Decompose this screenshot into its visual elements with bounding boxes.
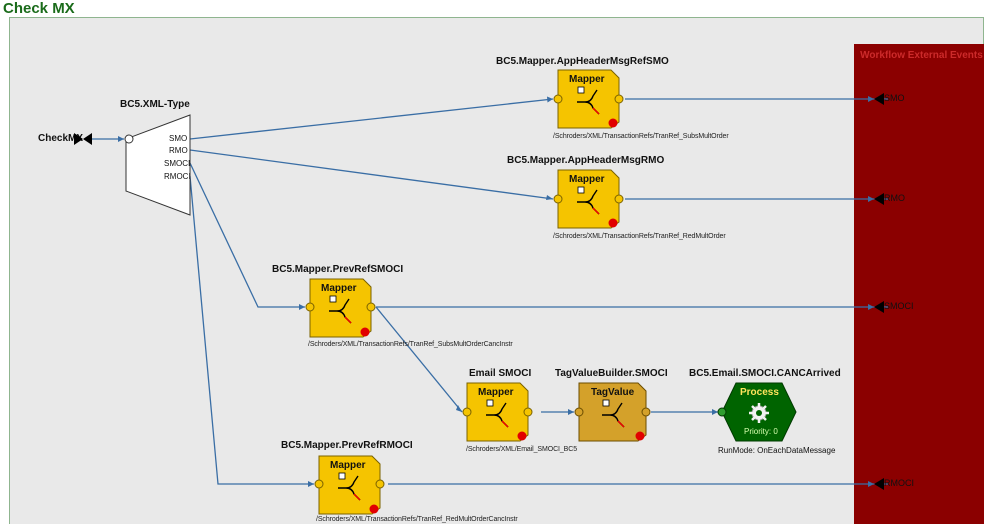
entry-port-icon[interactable] [74, 131, 94, 147]
arrowhead [456, 405, 462, 412]
email-smoci-node[interactable]: Mapper [462, 381, 534, 443]
arrowhead [546, 195, 553, 200]
tagvalue-icon [574, 382, 651, 442]
mapper-rmoci-label: BC5.Mapper.PrevRefRMOCI [281, 440, 413, 451]
mapper-rmoci-path: /Schroders/XML/TransactionRefs/TranRef_R… [316, 516, 518, 523]
arrowhead [868, 96, 874, 102]
xml-type-node[interactable] [124, 113, 194, 218]
page-title: Check MX [3, 0, 75, 17]
xml-type-label: BC5.XML-Type [120, 99, 190, 110]
external-events-panel [854, 44, 984, 524]
mapper-icon [305, 278, 376, 338]
arrowhead [712, 409, 718, 415]
event-smo: SMO [884, 93, 905, 103]
process-label: BC5.Email.SMOCI.CANCArrived [689, 368, 841, 379]
link-rmo-mapper [189, 149, 554, 200]
link-smo-mapper [189, 98, 554, 140]
mapper-smo-label: BC5.Mapper.AppHeaderMsgRefSMO [496, 56, 669, 67]
event-smo-icon[interactable] [870, 92, 886, 106]
event-smoci: SMOCI [884, 301, 914, 311]
process-node[interactable]: Process Priority: 0 [716, 381, 800, 443]
xml-type-port-smo: SMO [169, 134, 188, 143]
event-rmoci: RMOCI [884, 478, 914, 488]
entry-label: CheckMX [38, 133, 84, 144]
event-smoci-icon[interactable] [870, 300, 886, 314]
mapper-smoci-path: /Schroders/XML/TransactionRefs/TranRef_S… [308, 341, 513, 348]
mapper-icon [314, 455, 385, 515]
xml-type-port-rmoci: RMOCI [164, 172, 191, 181]
arrowhead [547, 96, 553, 103]
mapper-smo-path: /Schroders/XML/TransactionRefs/TranRef_S… [553, 133, 729, 140]
mapper-rmo-node[interactable]: Mapper [553, 168, 625, 230]
mapper-rmo-label: BC5.Mapper.AppHeaderMsgRMO [507, 155, 665, 166]
external-events-title: Workflow External Events [860, 50, 983, 61]
mapper-smo-title: Mapper [569, 74, 605, 85]
email-smoci-title: Mapper [478, 387, 514, 398]
arrowhead [868, 196, 874, 202]
mapper-smoci-node[interactable]: Mapper [305, 277, 377, 339]
email-smoci-label: Email SMOCI [469, 368, 532, 379]
mapper-rmoci-title: Mapper [330, 460, 366, 471]
process-title: Process [740, 387, 779, 398]
event-rmo-icon[interactable] [870, 192, 886, 206]
mapper-smoci-label: BC5.Mapper.PrevRefSMOCI [272, 264, 404, 275]
event-rmoci-icon[interactable] [870, 477, 886, 491]
email-smoci-path: /Schroders/XML/Email_SMOCI_BC5 [466, 446, 577, 453]
arrowhead [568, 409, 574, 415]
gear-icon [749, 403, 769, 423]
arrowhead [118, 136, 124, 142]
mapper-rmo-title: Mapper [569, 174, 605, 185]
mapper-rmo-path: /Schroders/XML/TransactionRefs/TranRef_R… [553, 233, 726, 240]
arrowhead [308, 481, 314, 487]
tagvalue-title: TagValue [591, 387, 635, 398]
mapper-rmoci-node[interactable]: Mapper [314, 454, 386, 516]
mapper-smo-node[interactable]: Mapper [553, 68, 625, 130]
xml-type-port-smoci: SMOCI [164, 159, 191, 168]
link-rmoci-mapper [189, 175, 314, 485]
event-rmo: RMO [884, 193, 905, 203]
mapper-icon [553, 69, 624, 129]
process-runmode: RunMode: OnEachDataMessage [718, 446, 836, 455]
xml-type-port-rmo: RMO [169, 146, 188, 155]
link-smoci-email [375, 306, 463, 413]
arrowhead [868, 481, 874, 487]
mapper-icon [462, 382, 533, 442]
tagvalue-node[interactable]: TagValue [574, 381, 652, 443]
arrowhead [299, 304, 305, 310]
tagvalue-label: TagValueBuilder.SMOCI [555, 368, 668, 379]
process-priority: Priority: 0 [744, 427, 778, 436]
mapper-icon [553, 169, 624, 229]
link-smoci-mapper [189, 162, 305, 308]
mapper-smoci-title: Mapper [321, 283, 357, 294]
process-icon [717, 382, 797, 442]
arrowhead [868, 304, 874, 310]
